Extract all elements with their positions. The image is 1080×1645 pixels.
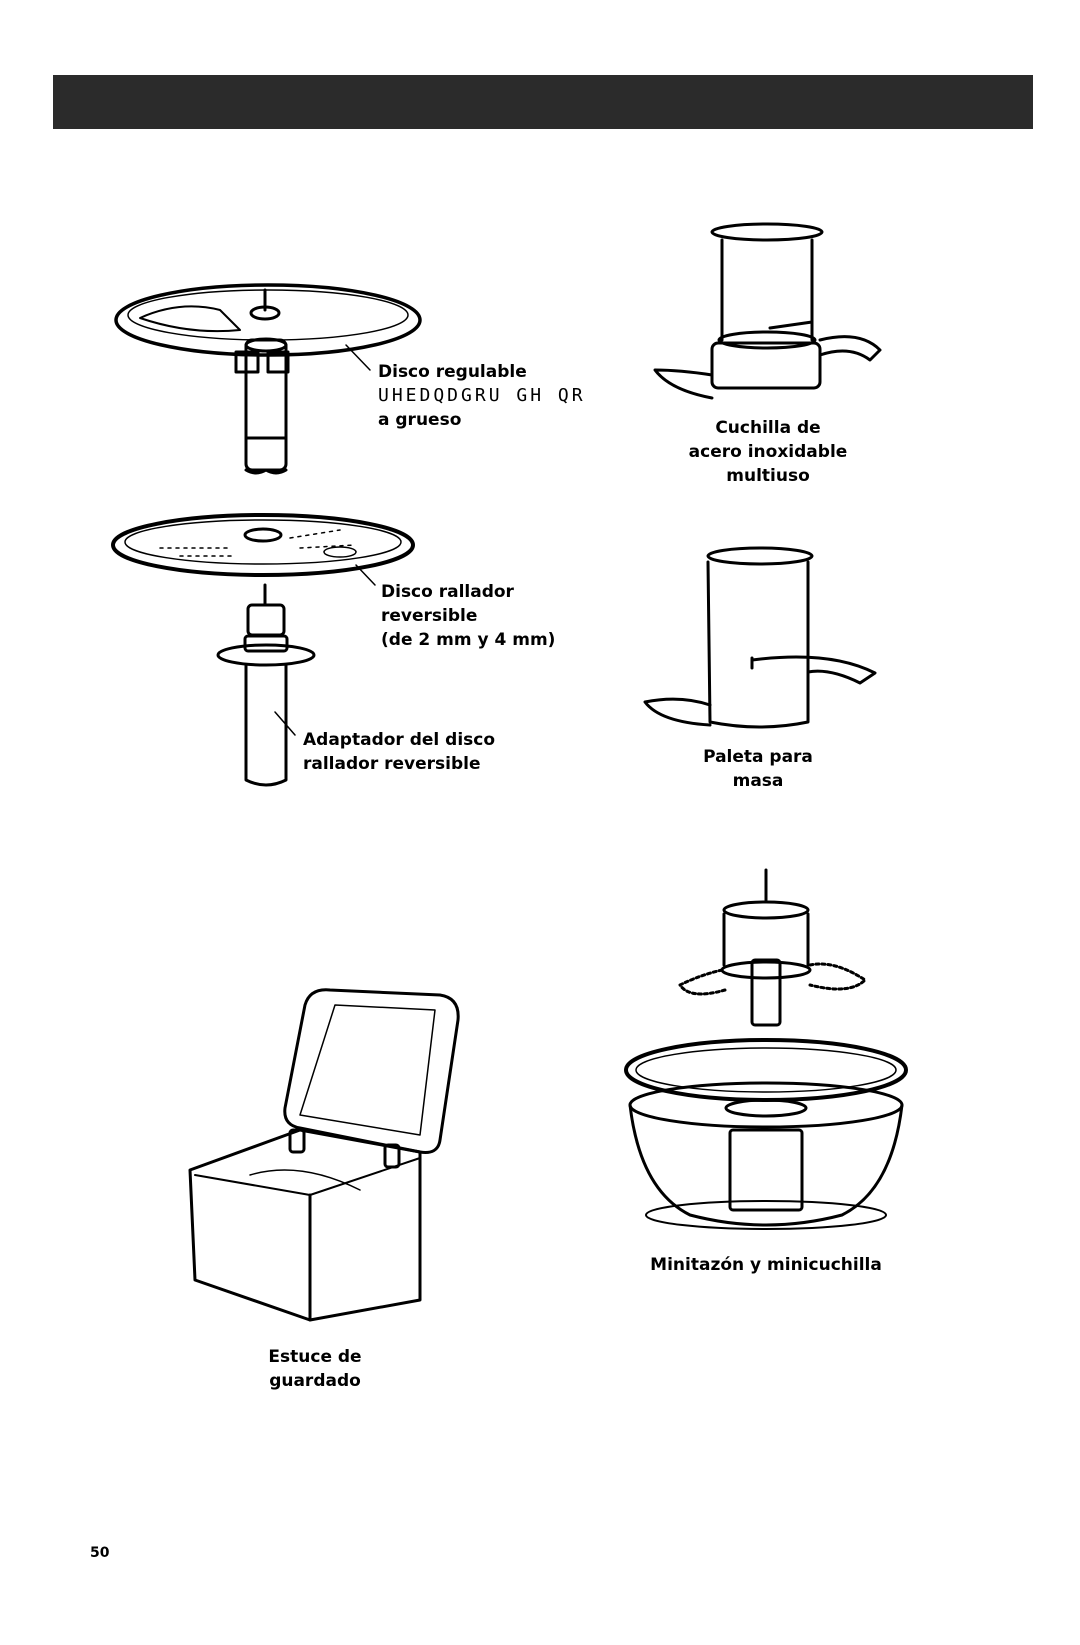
mini-bowl-illustration: [624, 868, 908, 1230]
dough-blade-illustration: [643, 546, 877, 729]
storage-case-label-2: guardado: [269, 1371, 361, 1391]
adjustable-disc-label-1: Disco regulable: [378, 362, 527, 382]
header-bar: [53, 75, 1033, 129]
disc-adapter-label-2: rallador reversible: [303, 754, 481, 774]
reversible-disc-label-3: (de 2 mm y 4 mm): [381, 630, 556, 650]
adjustable-disc-illustration: [114, 283, 422, 475]
disc-adapter-label-1: Adaptador del disco: [303, 730, 496, 750]
reversible-disc-label-2: reversible: [381, 606, 478, 626]
reversible-disc-label-1: Disco rallador: [381, 582, 514, 602]
multipurpose-blade-label-2: acero inoxidable: [688, 442, 848, 462]
multipurpose-blade-label-1: Cuchilla de: [715, 418, 821, 438]
multipurpose-blade-illustration: [653, 222, 882, 400]
page-number: 50: [90, 1545, 110, 1561]
storage-case-illustration: [188, 988, 460, 1322]
disc-adapter-illustration: [216, 583, 316, 787]
adjustable-disc-label-2: UHEDQDGRU GH QR: [378, 385, 586, 406]
mini-bowl-label: Minitazón y minicuchilla: [650, 1255, 882, 1275]
adjustable-disc-label-3: a grueso: [378, 410, 462, 430]
multipurpose-blade-label-3: multiuso: [726, 466, 810, 486]
reversible-disc-illustration: [111, 513, 415, 586]
storage-case-label-1: Estuce de: [268, 1347, 362, 1367]
dough-blade-label-1: Paleta para: [703, 747, 813, 767]
dough-blade-label-2: masa: [732, 771, 784, 791]
